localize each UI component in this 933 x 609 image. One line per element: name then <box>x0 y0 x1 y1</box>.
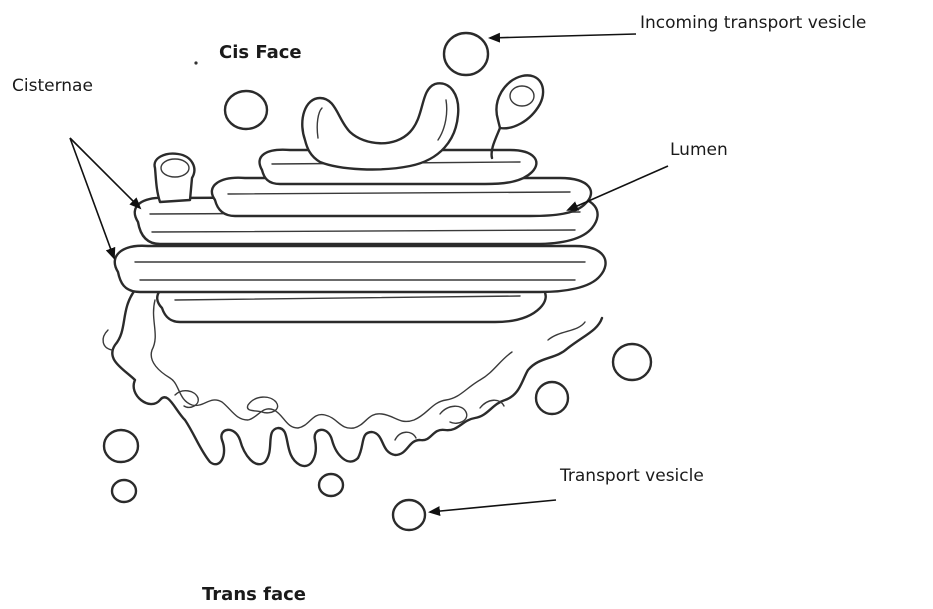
incoming-vesicle-circle <box>444 33 488 75</box>
lumen-label: Lumen <box>670 142 728 159</box>
transport-vesicle-label: Transport vesicle <box>560 468 704 485</box>
trans-face-label: Trans face <box>202 586 306 604</box>
transport-vesicle-circle <box>393 500 425 530</box>
cis-face-label: Cis Face <box>219 44 302 62</box>
cisternae-label: Cisternae <box>12 78 93 95</box>
incoming-vesicle-label: Incoming transport vesicle <box>640 15 866 32</box>
speck <box>194 61 197 64</box>
cisternae-stack <box>115 75 606 322</box>
